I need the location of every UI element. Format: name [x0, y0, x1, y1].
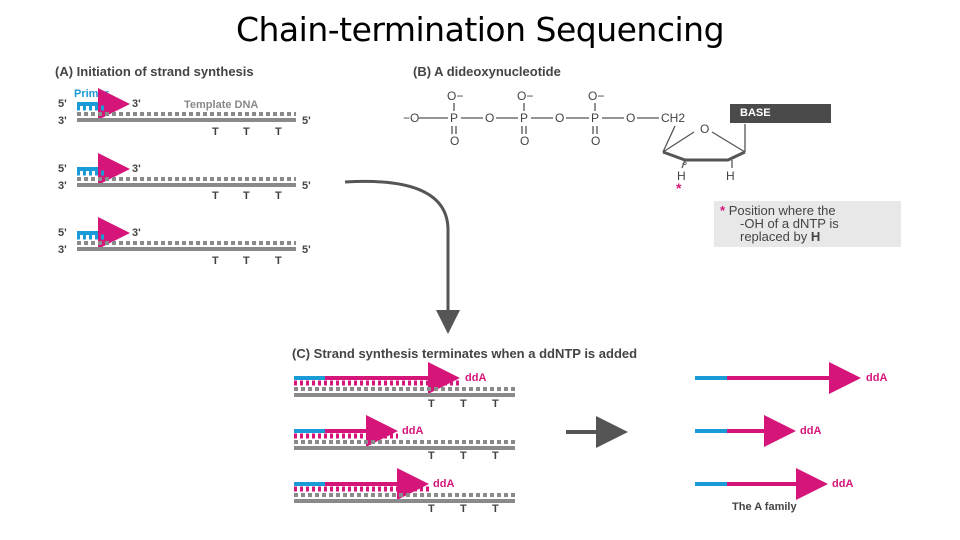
note-line-1: Position where the [728, 203, 836, 218]
ring-oxygen: O [700, 122, 710, 136]
row1-t3: T [275, 126, 282, 138]
row3-3prime-left: 3' [58, 244, 67, 256]
sugar-ring [662, 124, 746, 169]
row2-t1: T [212, 190, 219, 202]
double-o-2: O [520, 134, 530, 148]
note-asterisk: * [720, 203, 726, 218]
c-row3-t2: T [460, 503, 467, 515]
panel-a-strand-3 [77, 217, 296, 251]
c-row2-dda: ddA [402, 425, 424, 437]
note-line-3: replaced by [740, 229, 808, 244]
row1-t1: T [212, 126, 219, 138]
a-family-label: The A family [732, 501, 797, 513]
page-title: Chain-termination Sequencing [235, 10, 725, 49]
flow-arrow-down [344, 179, 460, 334]
panel-c-strand-2 [294, 415, 515, 450]
product3-dda: ddA [832, 478, 854, 490]
phosphorus-3: P [591, 111, 600, 125]
bridge-o-1: O [485, 111, 495, 125]
c-row3-t3: T [492, 503, 499, 515]
row3-5prime-left: 5' [58, 227, 67, 239]
product1-dda: ddA [866, 372, 888, 384]
row3-3prime-primer: 3' [132, 227, 141, 239]
row2-t2: T [243, 190, 250, 202]
h-3prime: H [677, 169, 686, 183]
o-minus-2: O− [517, 89, 534, 103]
c-row1-t2: T [460, 398, 467, 410]
ch2-group: CH2 [661, 111, 686, 125]
phosphate-bonds [419, 103, 659, 134]
row3-t2: T [243, 255, 250, 267]
product2-dda: ddA [800, 425, 822, 437]
note-line-2: -OH of a dNTP is [740, 216, 839, 231]
row3-5prime-right: 5' [302, 244, 311, 256]
c-row1-t1: T [428, 398, 435, 410]
row1-3prime-primer: 3' [132, 98, 141, 110]
phosphorus-1: P [450, 111, 459, 125]
panel-a-strand-2 [77, 153, 296, 187]
double-o-3: O [591, 134, 601, 148]
row2-5prime-left: 5' [58, 163, 67, 175]
h-2prime: H [726, 169, 735, 183]
c-row3-t1: T [428, 503, 435, 515]
o-minus-1: O− [447, 89, 464, 103]
c-row3-dda: ddA [433, 478, 455, 490]
panel-a-heading: (A) Initiation of strand synthesis [55, 64, 254, 79]
row2-3prime-primer: 3' [132, 163, 141, 175]
bridge-o-3: O [626, 111, 636, 125]
panel-c-heading: (C) Strand synthesis terminates when a d… [292, 346, 638, 361]
panel-b-heading: (B) A dideoxynucleotide [413, 64, 561, 79]
base-box: BASE [730, 104, 831, 123]
double-o-1: O [450, 134, 460, 148]
row1-t2: T [243, 126, 250, 138]
note-h: H [810, 229, 821, 244]
row1-5prime-right: 5' [302, 115, 311, 127]
c-row1-dda: ddA [465, 372, 487, 384]
c-row2-t2: T [460, 450, 467, 462]
note-box: * Position where the -OH of a dNTP is re… [714, 201, 901, 247]
row2-5prime-right: 5' [302, 180, 311, 192]
row2-3prime-left: 3' [58, 180, 67, 192]
ring-3prime: 3' [682, 157, 689, 167]
row3-t1: T [212, 255, 219, 267]
c-row2-t1: T [428, 450, 435, 462]
row1-3prime-left: 3' [58, 115, 67, 127]
o-minus-3: O− [588, 89, 605, 103]
c-row1-t3: T [492, 398, 499, 410]
panel-c-strand-3 [294, 468, 515, 503]
phosphorus-2: P [520, 111, 529, 125]
neg-o-left: −O [403, 111, 420, 125]
asterisk-mark: * [676, 180, 682, 196]
row3-t3: T [275, 255, 282, 267]
row1-5prime-left: 5' [58, 98, 67, 110]
bridge-o-2: O [555, 111, 565, 125]
c-row2-t3: T [492, 450, 499, 462]
panel-c-strand-1 [294, 362, 515, 397]
panel-a-strand-1 [77, 88, 296, 122]
template-dna-label: Template DNA [184, 99, 259, 111]
row2-t3: T [275, 190, 282, 202]
